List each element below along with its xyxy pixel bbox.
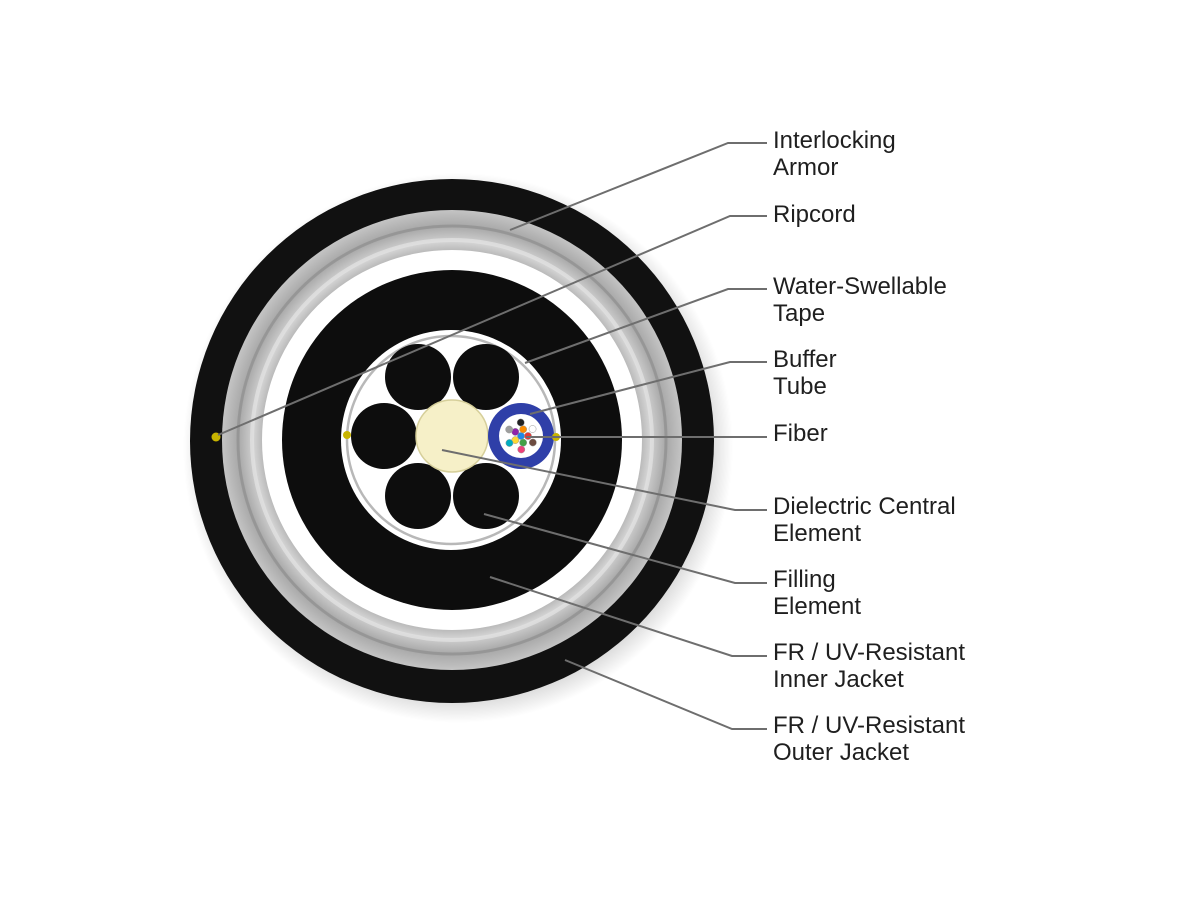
label-line: Tape: [773, 300, 826, 327]
filling-element: [453, 463, 519, 529]
label-line: Ripcord: [773, 201, 856, 228]
ripcord: [343, 431, 351, 439]
optical-fiber: [519, 425, 528, 434]
fiber-bundle: [505, 418, 537, 454]
armor-ridge: [250, 238, 654, 642]
label-line: Outer Jacket: [773, 739, 910, 766]
leader-line-water-swellable-tape: [524, 288, 767, 364]
leader-line-outer-jacket: [564, 659, 767, 730]
optical-fiber: [528, 425, 537, 433]
label-interlocking-armor: Interlocking Armor: [773, 127, 1173, 181]
label-inner-jacket: FR / UV-Resistant Inner Jacket: [773, 639, 1173, 693]
dielectric-central-element: [415, 399, 489, 473]
label-buffer-tube: Buffer Tube: [773, 346, 1173, 400]
filling-element: [351, 403, 417, 469]
label-line: Element: [773, 593, 862, 620]
leader-line-buffer-tube: [529, 361, 767, 415]
label-filling-element: Filling Element: [773, 566, 1173, 620]
label-line: Filling: [773, 566, 836, 593]
label-outer-jacket: FR / UV-Resistant Outer Jacket: [773, 712, 1173, 766]
armor-ridge: [236, 224, 668, 656]
leader-lines: [217, 142, 767, 730]
filling-element: [385, 344, 451, 410]
optical-fiber: [517, 445, 526, 454]
label-dielectric-central-element: Dielectric Central Element: [773, 493, 1173, 547]
leader-line-interlocking-armor: [509, 142, 767, 231]
label-line: Tube: [773, 373, 827, 400]
label-line: Buffer: [773, 346, 837, 373]
leader-line-ripcord: [217, 215, 767, 436]
label-line: FR / UV-Resistant: [773, 639, 966, 666]
label-line: Water-Swellable: [773, 273, 947, 300]
optical-fiber: [505, 439, 514, 447]
label-line: Interlocking: [773, 127, 896, 154]
label-line: FR / UV-Resistant: [773, 712, 966, 739]
leader-line-inner-jacket: [489, 576, 767, 657]
optical-fiber: [519, 438, 528, 447]
optical-fiber: [516, 418, 525, 427]
leader-line-dielectric-central-element: [441, 449, 767, 511]
label-line: Fiber: [773, 420, 828, 447]
filling-element: [385, 463, 451, 529]
filling-elements: [351, 344, 519, 529]
label-water-swellable-tape: Water-Swellable Tape: [773, 273, 1173, 327]
label-ripcord: Ripcord: [773, 201, 1173, 228]
label-line: Armor: [773, 154, 839, 181]
label-fiber: Fiber: [773, 420, 1173, 447]
filling-element: [453, 344, 519, 410]
label-line: Element: [773, 520, 862, 547]
label-line: Dielectric Central: [773, 493, 956, 520]
optical-fiber: [505, 425, 514, 434]
label-line: Inner Jacket: [773, 666, 904, 693]
optical-fiber: [528, 438, 537, 447]
leader-line-filling-element: [483, 513, 767, 584]
